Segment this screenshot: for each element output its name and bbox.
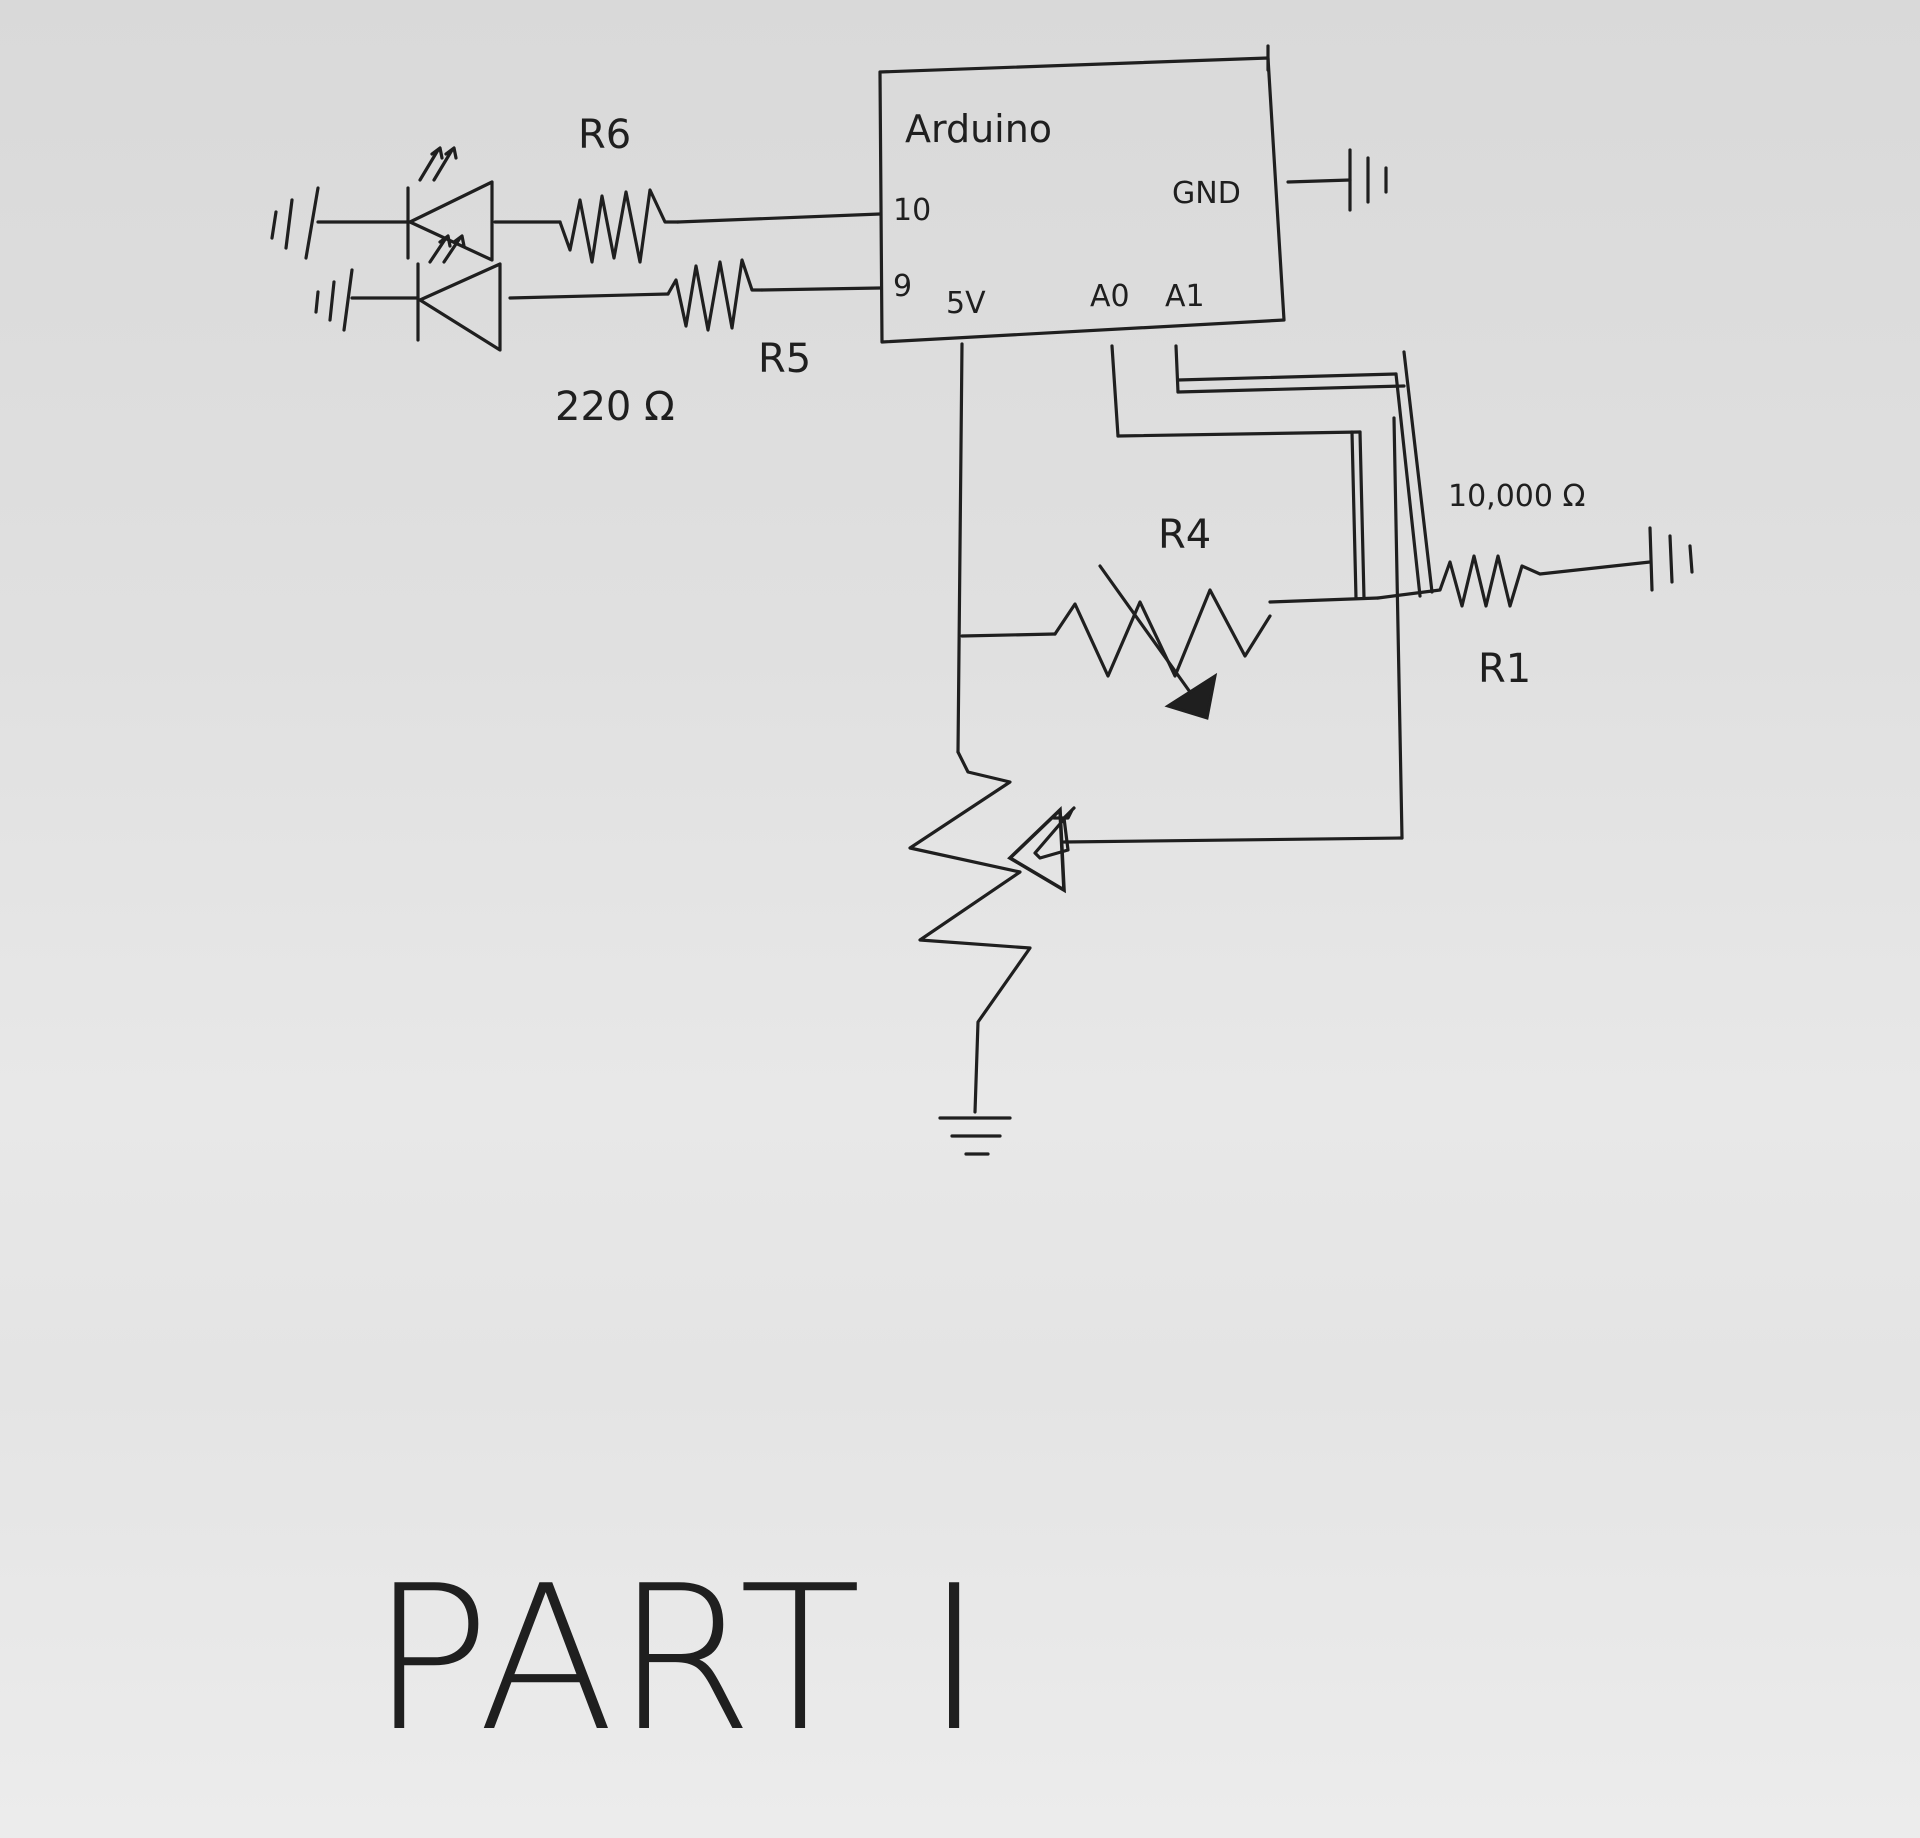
resistor-r6 (558, 188, 680, 264)
resistor-r4: R4 (1053, 512, 1380, 720)
pin-gnd-label: GND (1172, 176, 1241, 211)
arduino-board: Arduino 10 9 GND 5V A0 A1 (878, 44, 1286, 344)
r6-label: R6 (578, 112, 631, 158)
pin-a0-label: A0 (1090, 279, 1130, 314)
potentiometer (908, 416, 1404, 1156)
pin-9-label: 9 (893, 269, 912, 304)
pin-10-label: 10 (893, 193, 931, 228)
r5-value: 220 Ω (555, 384, 675, 430)
pin-5v-label: 5V (946, 286, 986, 321)
a0-wire (1110, 344, 1366, 600)
five-volt-net (956, 342, 1057, 754)
r5-label: R5 (758, 336, 811, 382)
resistor-r1: R1 10,000 Ω (1376, 479, 1694, 692)
r4-label: R4 (1158, 512, 1211, 558)
a1-wire (1174, 344, 1434, 598)
arduino-title: Arduino (905, 107, 1052, 151)
pin-a1-label: A1 (1165, 279, 1205, 314)
pin10-branch: R6 (270, 112, 882, 264)
led-bottom (416, 234, 502, 352)
pin9-branch: R5 220 Ω (314, 234, 882, 430)
arduino-gnd-ground (1286, 148, 1388, 212)
r1-value: 10,000 Ω (1448, 479, 1585, 514)
r1-label: R1 (1478, 646, 1531, 692)
resistor-r5 (666, 258, 764, 332)
page-label: PART I (370, 1543, 984, 1776)
